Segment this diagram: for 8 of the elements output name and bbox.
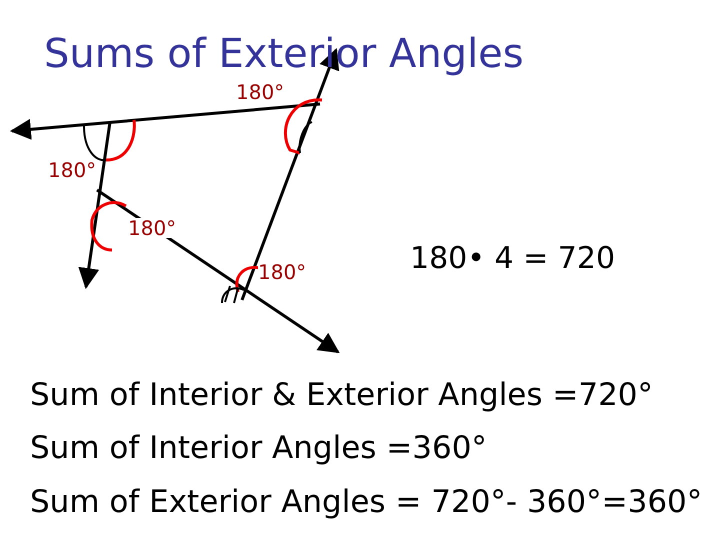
angle-label: 180° (48, 160, 96, 180)
statement: Sum of Exterior Angles = 720°- 360°=360° (30, 487, 702, 518)
statement: Sum of Interior Angles =360° (30, 433, 487, 464)
angle-label: 180° (258, 262, 306, 282)
angle-label: 180° (236, 82, 284, 102)
title: Sums of Exterior Angles (44, 34, 524, 74)
statement: Sum of Interior & Exterior Angles =720° (30, 380, 654, 411)
angle-label: 180° (128, 218, 176, 238)
